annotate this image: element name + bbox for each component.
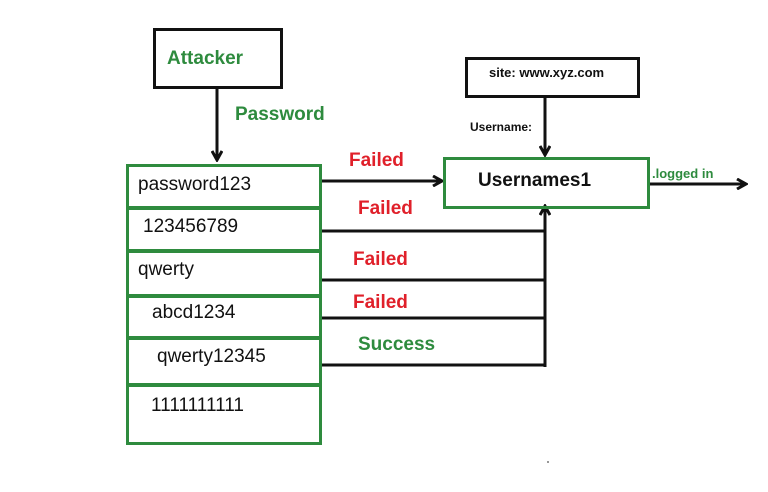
logged-in-label: .logged in [652, 166, 714, 181]
password-value: password123 [138, 174, 252, 195]
password-list-item [126, 384, 322, 445]
site-box [465, 57, 640, 98]
password-value: abcd1234 [152, 302, 236, 323]
attempt-result-failed: Failed [349, 150, 404, 171]
site-label: site: www.xyz.com [489, 65, 605, 80]
attacker-box [153, 28, 283, 89]
stray-dot [547, 461, 549, 463]
password-value: 1111111111 [151, 395, 244, 416]
attempt-result-success: Success [358, 334, 436, 355]
attempt-result-failed: Failed [353, 249, 408, 270]
password-label: Password [235, 104, 325, 125]
attempt-result-failed: Failed [353, 292, 408, 313]
password-value: qwerty [138, 259, 194, 280]
target-username-box [443, 157, 650, 209]
password-value: qwerty12345 [157, 346, 266, 367]
attacker-label: Attacker [167, 48, 244, 69]
password-value: 123456789 [143, 216, 239, 237]
username-label: Username: [470, 120, 533, 134]
target-username-label: Usernames1 [478, 170, 592, 191]
attempt-result-failed: Failed [358, 198, 413, 219]
